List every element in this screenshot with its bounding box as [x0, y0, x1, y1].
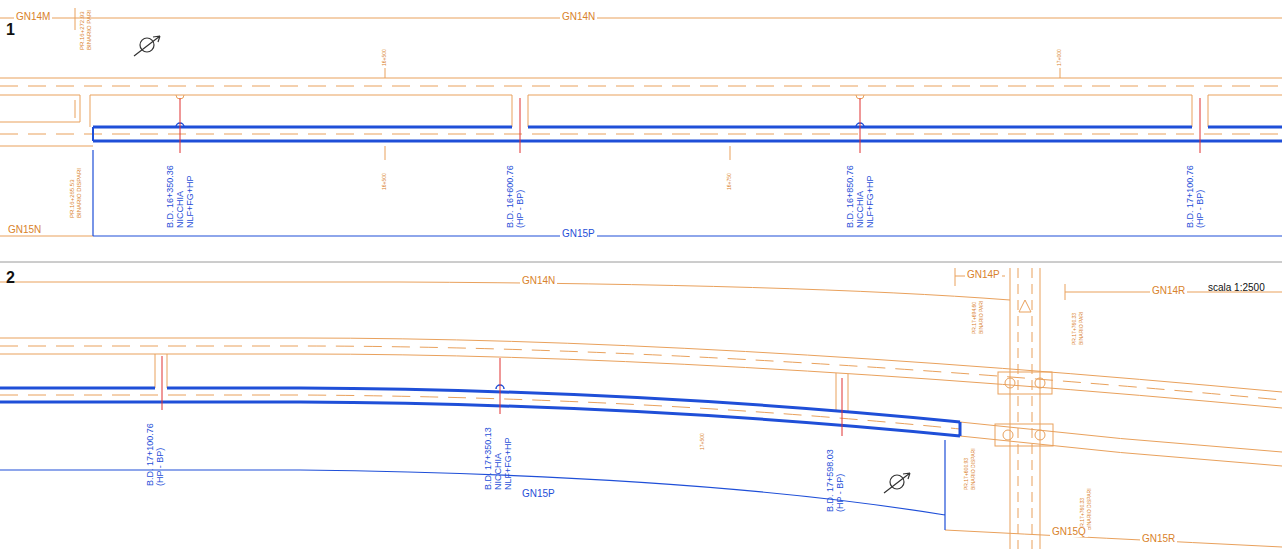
- equipment-label: (HP - BP): [836, 474, 845, 512]
- chainage-note: PR.16+265.53: [69, 179, 75, 218]
- chainage-label: B.D. 17+350.13: [484, 427, 493, 490]
- chainage-label: B.D. 16+850.76: [846, 165, 855, 228]
- niche-label: NICCHIA: [176, 191, 185, 228]
- crossing-box: [998, 372, 1052, 394]
- equipment-label: (HP - BP): [1196, 190, 1205, 228]
- crossing-box: [995, 424, 1053, 446]
- alignment-name: GN14N: [520, 276, 557, 286]
- chainage-note: PR.17+760.33: [1072, 313, 1077, 345]
- panel-divider: [0, 262, 1282, 263]
- alignment-name: GN15P: [520, 489, 557, 499]
- crossing-structure: [1010, 268, 1040, 549]
- equipment-label: (HP - BP): [516, 190, 525, 228]
- equipment-label: NLF+FG+HP: [186, 175, 195, 228]
- chainage-note: PR.16+272.93: [79, 11, 85, 50]
- alignment-name: GN15N: [6, 225, 43, 235]
- cross-passage: [80, 95, 1208, 127]
- chainage-note: PR.17+760.33: [1080, 498, 1085, 530]
- tunnel-wall: [0, 95, 1282, 96]
- station-tick: [75, 68, 1060, 160]
- chainage-note: PR.17+694.60: [972, 302, 977, 334]
- alignment-line: [0, 236, 93, 237]
- chainage-note: PR.17+600.93: [964, 458, 969, 490]
- tunnel-wall: [93, 140, 1282, 143]
- alignment-line: [0, 18, 1282, 19]
- tunnel-wall: [93, 126, 1282, 129]
- structure-symbol: [1019, 300, 1031, 312]
- chainage-label: B.D. 17+100.76: [1186, 165, 1195, 228]
- tunnel-wall: [960, 422, 1282, 466]
- tunnel-wall: [92, 127, 94, 141]
- equipment-label: NLF+FG+HP: [504, 437, 513, 490]
- alignment-name: GN14R: [1150, 286, 1187, 296]
- equipment-label: NLF+FG+HP: [866, 175, 875, 228]
- chainage-note: BINARIO DISPARI: [971, 448, 976, 490]
- tunnel-wall: [0, 354, 1282, 408]
- north-arrow: [134, 36, 910, 493]
- chainage-note: BINARIO DISPARI: [76, 168, 82, 218]
- tunnel-wall: [0, 402, 960, 436]
- chainage-mark: 17+000: [1057, 49, 1062, 66]
- equipment-label: (HP - BP): [156, 448, 165, 486]
- niche-label: NICCHIA: [494, 453, 503, 490]
- alignment-name: GN14P: [965, 270, 1002, 280]
- alignment-name: GN14N: [560, 12, 597, 22]
- alignment-line: [93, 150, 1282, 236]
- alignment-line: [0, 440, 945, 530]
- track-axis: [0, 86, 1282, 87]
- crossing-node: [1005, 378, 1015, 388]
- leader-line: [162, 356, 842, 436]
- chainage-note: BINARIO PARI: [1079, 312, 1084, 345]
- chainage-mark: 17+500: [700, 433, 705, 450]
- panel-number: 2: [6, 270, 15, 286]
- chainage-mark: 16+500: [382, 173, 387, 190]
- chainage-note: BINARIO PARI: [86, 10, 92, 50]
- panel-number: 1: [6, 22, 15, 38]
- track-axis: [0, 134, 1282, 135]
- chainage-note: BINARIO PARI: [979, 301, 984, 334]
- chainage-note: BINARIO DISPARI: [1087, 488, 1092, 530]
- chainage-label: B.D. 17+598.03: [826, 449, 835, 512]
- crossing-node: [1035, 378, 1045, 388]
- alignment-line: [0, 282, 1010, 300]
- tunnel-wall: [0, 78, 1282, 79]
- chainage-label: B.D. 16+600.76: [506, 165, 515, 228]
- chainage-mark: 16+500: [382, 49, 387, 66]
- chainage-label: B.D. 17+100.76: [146, 423, 155, 486]
- alignment-name: GN14M: [14, 12, 52, 22]
- alignment-name: GN15Q: [1050, 527, 1088, 537]
- alignment-line: [945, 530, 1282, 547]
- crossing-node: [1035, 430, 1045, 440]
- chainage-label: B.D. 16+350.36: [166, 165, 175, 228]
- crossing-node: [1003, 430, 1013, 440]
- niche-label: NICCHIA: [856, 191, 865, 228]
- scale-note: scala 1:2500: [1208, 283, 1265, 293]
- leader-line: [180, 98, 1200, 153]
- crossing-structure: [1018, 268, 1032, 549]
- tunnel-wall: [0, 338, 1282, 392]
- alignment-line: [955, 268, 1282, 300]
- chainage-mark: 16+750: [727, 173, 732, 190]
- track-axis: [0, 346, 1282, 400]
- alignment-name: GN15R: [1140, 534, 1177, 544]
- station-tick: [75, 8, 76, 30]
- alignment-name: GN15P: [560, 229, 597, 239]
